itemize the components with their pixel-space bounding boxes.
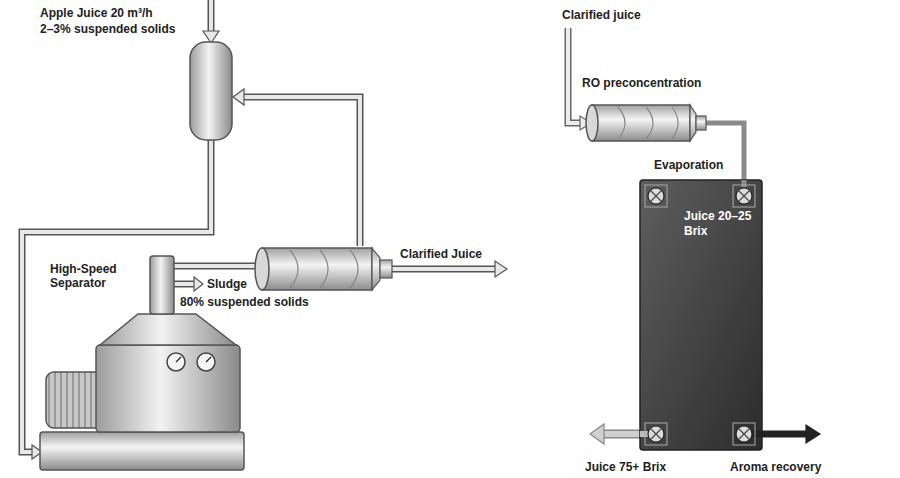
node-heading: RO preconcentration	[582, 76, 701, 90]
port-cross	[651, 191, 661, 201]
stream-label: Aroma recovery	[730, 460, 821, 474]
separator-frame	[96, 345, 240, 432]
separator-bowl-cover	[100, 314, 236, 345]
gauge-needle	[176, 357, 211, 362]
label-slot: Sludge	[207, 277, 247, 291]
stream-label: 2–3% suspended solids	[40, 22, 175, 36]
arrow-head	[233, 89, 244, 105]
arrow-head	[194, 277, 203, 291]
feed-pipe	[209, 0, 213, 31]
port-frame	[733, 185, 755, 207]
stream-label: 80% suspended solids	[180, 295, 309, 309]
stream-label: Apple Juice 20 m³/h	[40, 6, 153, 20]
evaporator: EvaporationJuice 20–25 Brix	[640, 180, 762, 450]
ro-feed-pipe	[568, 28, 580, 123]
ro-module: RO preconcentration	[582, 76, 718, 148]
stream-label: Sludge	[207, 277, 247, 291]
return-pipe	[244, 97, 360, 246]
buffer-tank	[190, 42, 232, 140]
aroma-arrow	[762, 431, 806, 438]
separator-outlet-pipe	[174, 263, 262, 270]
label-slot: Apple Juice 20 m³/h	[40, 6, 153, 20]
arrow-head	[806, 425, 820, 443]
membrane-windings	[290, 250, 358, 288]
label-slot: Clarified juice	[562, 8, 641, 22]
evaporator-plate	[640, 180, 762, 450]
membrane-end	[255, 248, 269, 290]
stream-label: Juice 75+ Brix	[585, 460, 666, 474]
membrane-nozzle	[380, 260, 392, 278]
label-slot: Juice 75+ Brix	[585, 460, 666, 474]
port-cross	[739, 191, 749, 201]
port-frame	[733, 423, 755, 445]
ro-end	[586, 105, 598, 141]
label-slot: Aroma recovery	[730, 460, 821, 474]
clarified-pipe	[392, 267, 495, 271]
label-slot: 80% suspended solids	[180, 295, 309, 309]
node-note: Juice 20–25 Brix	[684, 209, 758, 238]
sludge-pipe	[174, 282, 194, 286]
ro-nozzle	[696, 116, 706, 130]
port	[736, 188, 752, 204]
label-slot: 2–3% suspended solids	[40, 22, 175, 36]
stream-label: Clarified Juice	[400, 247, 482, 261]
port-frame	[645, 185, 667, 207]
stream-label: Clarified juice	[562, 8, 641, 22]
arrow-head	[203, 31, 219, 43]
sludge-pipe	[174, 281, 194, 288]
node-heading: Evaporation	[654, 158, 723, 172]
concentrate-arrow	[604, 430, 640, 439]
port	[648, 426, 664, 442]
node-heading: High-Speed Separator	[50, 262, 134, 291]
feed-pipe	[208, 0, 215, 31]
port-cross	[739, 429, 749, 439]
port-frame	[645, 423, 667, 445]
concentrate-arrow	[604, 431, 640, 437]
port	[648, 188, 664, 204]
separator-outlet-pipe	[174, 264, 262, 268]
port	[736, 426, 752, 442]
ro-windings	[618, 107, 678, 139]
arrow-head	[495, 261, 507, 277]
membrane-module	[255, 248, 392, 290]
inlet-stub	[742, 180, 747, 187]
ro-housing	[592, 105, 690, 141]
membrane-housing	[262, 248, 372, 290]
ro-feed-pipe	[568, 28, 580, 123]
separator-outlet-head	[150, 256, 174, 314]
ro-end-cap	[690, 105, 696, 141]
clarified-pipe	[392, 266, 495, 273]
label-slot: Clarified Juice	[400, 247, 482, 261]
arrow-head	[590, 424, 604, 444]
return-pipe	[244, 97, 360, 246]
port-cross	[651, 429, 661, 439]
membrane-end-cap	[372, 248, 380, 290]
separator-base	[40, 432, 244, 470]
outlet-stub	[706, 121, 718, 126]
